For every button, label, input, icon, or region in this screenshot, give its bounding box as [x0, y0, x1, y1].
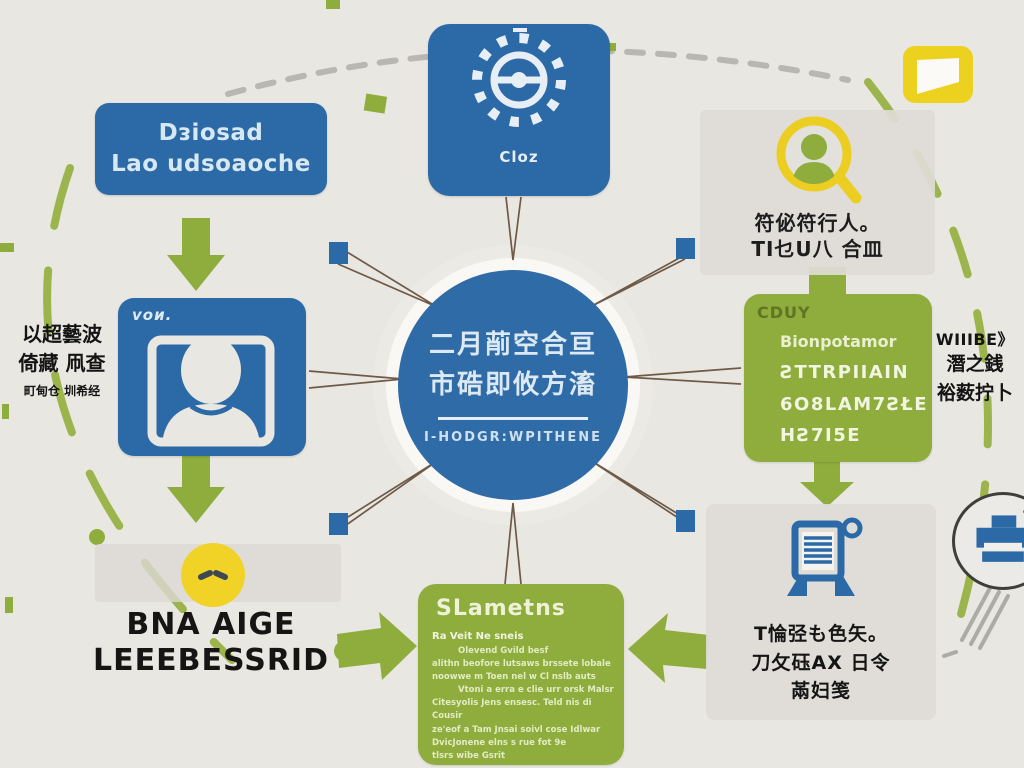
caption-line: BNA AIGE: [126, 607, 296, 642]
caption-line: 町甸仓 圳希经: [23, 384, 101, 398]
green-box-line: HƧ7I5E: [780, 425, 862, 446]
green-box-line: 6O8LAM7ƧŁE: [780, 393, 929, 415]
yellow-flag-icon: [903, 46, 973, 103]
search-caption: TI乜U八 合皿: [751, 237, 884, 261]
printer-panel: T惀弪も色矢。 刀攵砡AX 日令 㒼妇笺: [706, 504, 936, 720]
label-box-topleft: Dᴈiosad Lao udsoaoche: [95, 103, 327, 195]
printer-caption: 㒼妇笺: [790, 680, 851, 702]
elements-text-line: Olevend Gvild besf: [458, 645, 549, 656]
face-marks: [198, 570, 228, 580]
gear-box: Cloz: [428, 24, 610, 196]
center-subtitle: I-HODGR:WPITHENE: [424, 430, 602, 446]
elements-text-line: Ra Veit Ne sneis: [432, 631, 524, 642]
printer-caption: T惀弪も色矢。: [754, 623, 888, 645]
center-circle: 二月萷空合亘 市硞即攸方滀 I-HODGR:WPITHENE: [398, 270, 628, 500]
down-arrow-icon: [800, 452, 854, 507]
green-box-corner-label: CDUY: [757, 303, 811, 322]
printer-glyph: [976, 510, 1024, 562]
needle-spokes: [308, 196, 742, 585]
bottom-left-caption: BNA AIGE LEEEBESSRID: [55, 607, 367, 679]
green-info-box: CDUY Bionpotamor ƧTTRPIIAIN 6O8LAM7ƧŁE H…: [744, 294, 932, 462]
caption-line: 倚藏 凧查: [18, 351, 106, 375]
dashed-gear-icon: [472, 28, 566, 127]
elements-text-line: noowwe m Toen nel w Cl nslb auts: [432, 671, 596, 682]
center-title-line: 二月萷空合亘: [428, 329, 597, 360]
left-caption: 以超藝波 倚藏 凧查 町甸仓 圳希经: [0, 320, 124, 399]
label-line: Dᴈiosad: [158, 119, 264, 146]
right-caption: WIIIBE》 潛之銭 裕薮拧卜: [926, 326, 1024, 409]
caption-line: 以超藝波: [22, 322, 102, 346]
search-panel: 符佖符行人。 TI乜U八 合皿: [700, 110, 935, 275]
search-caption: 符佖符行人。: [754, 211, 881, 235]
elements-box: SLametns Ra Veit Ne sneis Olevend Gvild …: [418, 584, 624, 765]
yellow-face-icon: [181, 543, 245, 607]
divider-line: [438, 417, 588, 421]
portrait-box-label: voᴎ.: [132, 306, 173, 324]
left-arrow-icon: [628, 613, 709, 683]
printer-icon: [787, 517, 863, 596]
printer-caption: 刀攵砡AX 日令: [751, 651, 891, 674]
magnifier-person-icon: [776, 116, 861, 204]
top-dashed-arc: [225, 47, 851, 97]
elements-text-line: alithn beofore lutsaws brssete lobale: [432, 658, 611, 669]
blue-node-squares: [329, 238, 695, 535]
portrait-box: voᴎ.: [118, 298, 306, 456]
caption-line: WIIIBE》: [935, 330, 1015, 349]
down-arrow-icon: [167, 450, 225, 523]
pencil-streaks-icon: [942, 586, 1010, 658]
elements-text-line: Citesyolis Jens ensesc. Teld nis di Cous…: [432, 698, 592, 722]
green-box-line: Bionpotamor: [780, 332, 897, 351]
elements-text-line: DvicJonene elns s rue fot 9e: [432, 737, 567, 748]
flag-shape: [917, 58, 959, 94]
elements-box-title: SLametns: [436, 596, 566, 621]
caption-line: 潛之銭: [946, 353, 1004, 375]
caption-line: 裕薮拧卜: [936, 382, 1013, 405]
right-dashed-arc: [864, 78, 992, 629]
printer-circle-icon: [952, 492, 1024, 590]
gear-box-label: Cloz: [499, 148, 539, 166]
portrait-photo-icon: [147, 335, 275, 447]
right-arrow-icon: [337, 612, 417, 680]
down-arrow-icon: [167, 218, 225, 291]
caption-line: LEEEBESSRID: [93, 643, 329, 678]
elements-text-line: Vtoni a erra e clie urr orsk Malsr: [458, 685, 614, 696]
elements-text-line: ze'eof a Tam Jnsai soivl cose Idlwar: [432, 724, 601, 735]
center-title-line: 市硞即攸方滀: [428, 370, 597, 400]
elements-text-line: tlsrs wibe Gsrit: [432, 750, 506, 761]
label-line: Lao udsoaoche: [111, 151, 311, 177]
green-box-line: ƧTTRPIIAIN: [780, 362, 910, 383]
